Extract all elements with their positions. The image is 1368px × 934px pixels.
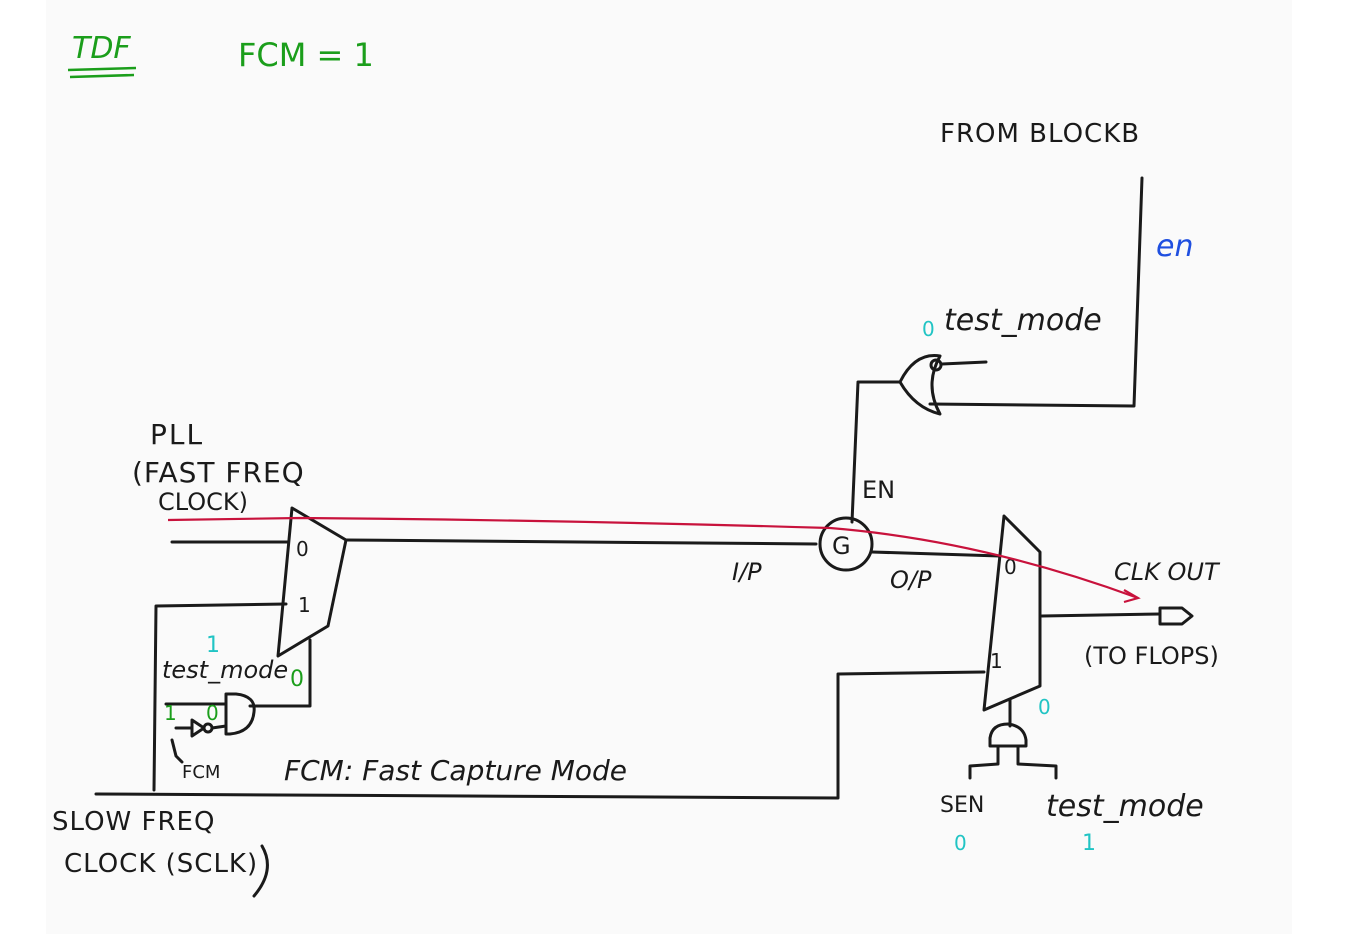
ip-label: I/P xyxy=(732,558,762,586)
fcm-pointer xyxy=(170,738,184,764)
fcm-legend: FCM: Fast Capture Mode xyxy=(284,754,627,787)
slow-clock-feed xyxy=(152,602,288,792)
or-input-bubble xyxy=(929,358,943,372)
and-gate-1 xyxy=(224,692,256,736)
mux-1-in0: 0 xyxy=(296,537,309,561)
sel-1-value: 1 xyxy=(206,633,220,658)
inverter-1 xyxy=(190,718,206,738)
and-out-value: 0 xyxy=(290,667,304,692)
icg-to-mux2-wire xyxy=(870,550,1002,558)
mux-1-select-wire xyxy=(248,638,312,708)
fcm-small-label: FCM xyxy=(182,762,220,783)
test-mode-bottom-label: test_mode xyxy=(1046,789,1204,824)
mux-2-in0: 0 xyxy=(1004,555,1017,579)
pll-label-1: PLL xyxy=(150,418,204,451)
test-mode-left-label: test_mode xyxy=(162,656,288,684)
inv-out-value: 0 xyxy=(206,701,219,725)
whiteboard xyxy=(46,0,1292,934)
mux1-to-icg-wire xyxy=(344,538,818,546)
and-2-inputs xyxy=(968,744,1058,780)
title-tdf: TDF xyxy=(72,31,131,66)
icg-cell xyxy=(818,516,874,572)
clk-out-wire xyxy=(1040,612,1162,618)
sel-2-value: 0 xyxy=(1038,695,1051,719)
and-gate-2 xyxy=(988,722,1028,748)
clk-out-label: CLK OUT xyxy=(1114,558,1221,586)
test-mode-top-wire xyxy=(940,360,988,366)
mux-2 xyxy=(982,514,1042,712)
or-gate xyxy=(898,354,942,416)
inverter-output xyxy=(210,724,228,730)
fast-clock-arrowhead xyxy=(1123,589,1141,604)
sen-value: 0 xyxy=(954,831,967,855)
title-underline xyxy=(67,66,137,79)
pll-label-2: (FAST FREQ xyxy=(132,456,305,489)
slow-clock-label-2: CLOCK (SCLK) xyxy=(64,849,258,879)
slow-clock-label-1: SLOW FREQ xyxy=(52,807,215,837)
mux-2-in1: 1 xyxy=(990,649,1003,673)
or-output-wire xyxy=(850,380,902,524)
fast-clock-path xyxy=(167,516,1139,600)
block-b-wire xyxy=(928,176,1144,408)
slow-label-paren xyxy=(252,844,269,898)
mux-1 xyxy=(276,506,348,658)
pll-label-3: CLOCK) xyxy=(158,488,248,516)
fcm-mode-label: FCM = 1 xyxy=(238,36,374,74)
en-signal-label: en xyxy=(1156,229,1193,264)
sen-label: SEN xyxy=(940,793,984,818)
icg-label: G xyxy=(832,532,851,560)
from-block-label: FROM BLOCKB xyxy=(940,119,1140,149)
to-flops-label: (TO FLOPS) xyxy=(1084,642,1219,670)
clk-out-port xyxy=(1158,606,1194,626)
op-label: O/P xyxy=(890,566,932,594)
inv-in-value: 1 xyxy=(164,701,177,725)
en-label: EN xyxy=(862,476,895,504)
test-mode-bottom-value: 1 xyxy=(1082,831,1096,856)
test-mode-top-label: test_mode xyxy=(944,303,1102,338)
test-mode-top-value: 0 xyxy=(922,317,935,341)
mux-1-in1: 1 xyxy=(298,593,311,617)
slow-clock-wire xyxy=(94,670,986,800)
